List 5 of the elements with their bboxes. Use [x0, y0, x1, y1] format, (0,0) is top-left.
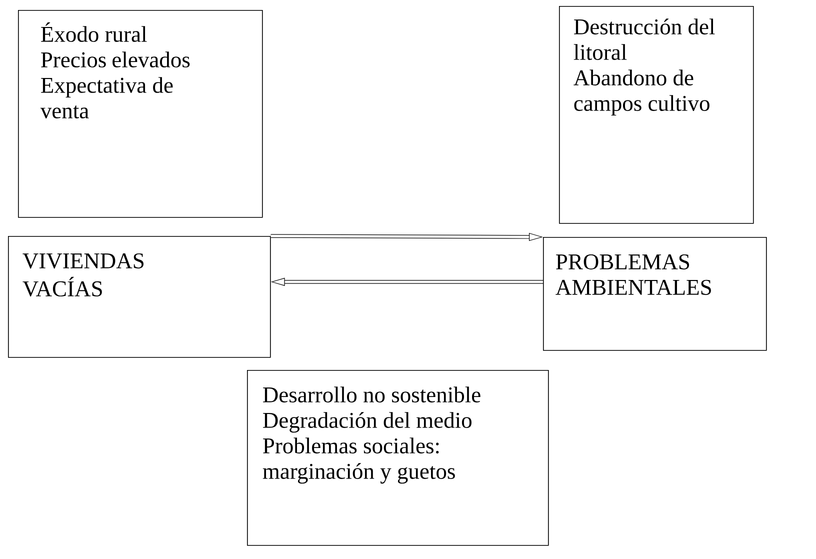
text-box: PROBLEMAS AMBIENTALES	[543, 237, 767, 351]
text-box: Destrucción del litoral Abandono de campos cultivo	[559, 6, 754, 224]
text-box: Éxodo rural Precios elevados Expectativa de venta	[18, 10, 263, 218]
text-box: VIVIENDAS VACÍAS	[8, 236, 271, 358]
text-box: Desarrollo no sostenible Degradación del medio Problemas sociales: marginación y guetos	[247, 370, 549, 546]
